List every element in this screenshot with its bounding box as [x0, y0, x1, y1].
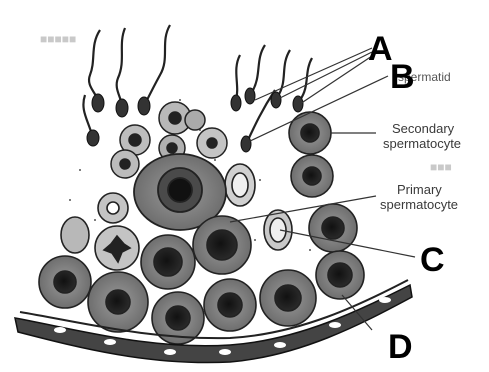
cell-left-2: [61, 217, 89, 253]
sperm-tail-1: [89, 30, 100, 100]
ghost-text-1: ■■■■■: [40, 32, 76, 46]
sperm-tail-4: [83, 95, 92, 135]
sperm-head-7: [271, 92, 281, 108]
primary-spermatocyte-label-line2: spermatocyte: [380, 198, 458, 212]
sperm-head-1: [92, 94, 104, 112]
sperm-tail-6: [252, 45, 265, 92]
secondary-spermatocyte-label-line2: spermatocyte: [383, 137, 461, 151]
sperm-tail-2: [117, 28, 125, 105]
spermatid-nucleus-1: [169, 112, 181, 124]
sperm-head-4: [87, 130, 99, 146]
sperm-head-8: [293, 96, 303, 112]
sperm-head-9: [241, 136, 251, 152]
primary-spermatocyte-label-line1: Primary: [397, 183, 442, 197]
sperm-head-5: [231, 95, 241, 111]
left-cells: [39, 193, 148, 332]
letter-c: C: [420, 243, 445, 277]
sperm-tail-5: [236, 55, 240, 100]
secondary-spermatocyte-label-line1: Secondary: [392, 122, 454, 136]
sperm-head-3: [138, 97, 150, 115]
leader-a-2: [280, 52, 372, 98]
letter-b: B: [390, 60, 415, 94]
ghost-text-2: ■■■: [430, 160, 452, 174]
letter-a: A: [368, 32, 393, 66]
sperm-head-6: [245, 88, 255, 104]
sperm-head-2: [116, 99, 128, 117]
sperm-tail-3: [146, 25, 170, 102]
letter-d: D: [388, 330, 413, 364]
